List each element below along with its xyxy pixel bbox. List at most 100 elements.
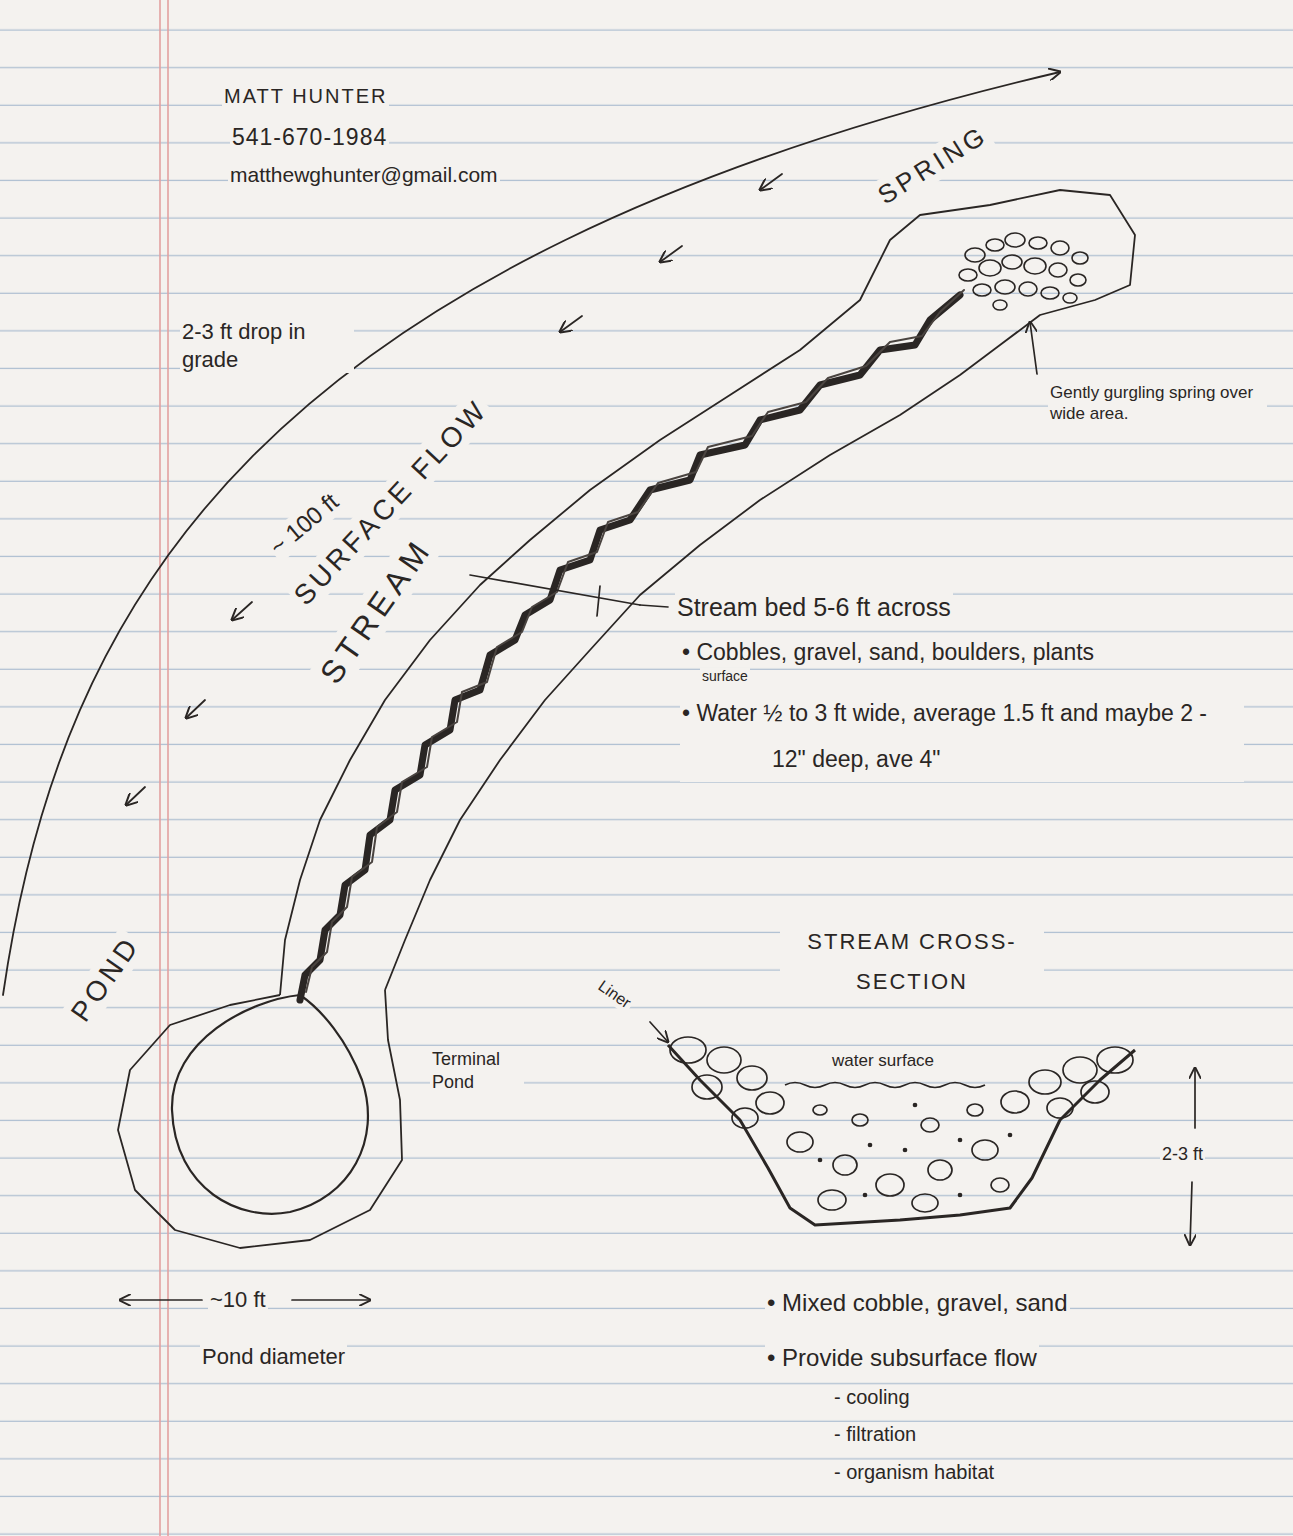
dimension-note: Pond diameter: [200, 1343, 347, 1371]
cross-section: [732, 1108, 758, 1128]
leader-lines: [292, 1299, 370, 1301]
grade-arrow: [3, 72, 1060, 995]
cross-section: [967, 1104, 983, 1116]
cross-section: [692, 1075, 722, 1099]
grade-note: 2-3 ft drop in grade: [180, 318, 354, 373]
cross-section: [991, 1178, 1009, 1192]
spring-cluster: [959, 269, 977, 281]
bullet-note: • Water ½ to 3 ft wide, average 1.5 ft a…: [680, 690, 1244, 782]
spring-cluster: [986, 239, 1004, 251]
grade-arrow: [232, 602, 252, 620]
spring-cluster: [995, 280, 1015, 294]
cross-section: [914, 1104, 917, 1107]
callout-note: Gently gurgling spring over wide area.: [1048, 382, 1267, 425]
cross-section: [876, 1174, 904, 1196]
cross-section: [912, 1194, 938, 1212]
cross-section: [785, 1083, 985, 1088]
cross-section: [787, 1132, 813, 1152]
spring-cluster: [1051, 241, 1069, 255]
leader-lines: [1190, 1182, 1192, 1245]
grade-arrow: [760, 174, 782, 190]
pond-label: POND: [62, 927, 149, 1030]
leader-lines: [470, 575, 640, 605]
pond-note: Terminal Pond: [430, 1048, 524, 1093]
cross-section: [1047, 1098, 1073, 1118]
stream-corridor: [280, 190, 1135, 995]
cross-section: [959, 1194, 962, 1197]
grade-arrow: [186, 700, 205, 718]
spring-label: SPRING: [870, 117, 996, 212]
spring-cluster: [1002, 255, 1022, 269]
spring-cluster: [1029, 237, 1047, 249]
sub-note: - filtration: [832, 1422, 918, 1447]
cross-section: [668, 1045, 1135, 1225]
liner-label: Liner: [593, 975, 637, 1014]
cross-section: [1001, 1091, 1029, 1113]
spring-cluster: [965, 248, 985, 262]
cross-section: [921, 1118, 939, 1132]
bullet-note: • Provide subsurface flow: [765, 1343, 1039, 1373]
stream-corridor: [118, 990, 402, 1248]
cross-section: [1063, 1057, 1097, 1083]
bullet-note: • Mixed cobble, gravel, sand: [765, 1288, 1070, 1318]
cross-section: [864, 1194, 867, 1197]
stream-corridor: [172, 995, 368, 1214]
cross-section: [833, 1155, 857, 1175]
grade-arrow: [560, 316, 582, 332]
leader-lines: [120, 322, 1195, 1300]
grade-arrow: [126, 787, 145, 805]
spring-cluster: [1005, 233, 1025, 247]
sub-note: - cooling: [832, 1385, 912, 1410]
cross-section: [1029, 1070, 1061, 1094]
leader-lines: [640, 605, 668, 607]
water-label: water surface: [830, 1050, 936, 1071]
cross-section: [819, 1159, 822, 1162]
cross-section: [756, 1092, 784, 1114]
sub-note: - organism habitat: [832, 1460, 996, 1485]
cross-section: [1097, 1047, 1133, 1073]
leader-lines: [650, 1022, 668, 1042]
cross-section: [972, 1140, 998, 1160]
email-address: matthewghunter@gmail.com: [228, 162, 500, 188]
spring-cluster: [1041, 287, 1059, 299]
margin-lines: [160, 0, 168, 1536]
section-title: STREAM CROSS-SECTION: [780, 922, 1044, 1001]
cross-section: [670, 1037, 706, 1063]
cross-section: [737, 1066, 767, 1090]
depth-dimension: 2-3 ft: [1160, 1143, 1205, 1166]
author-name: MATT HUNTER: [222, 84, 389, 109]
phone-number: 541-670-1984: [230, 123, 389, 152]
spring-cluster: [973, 284, 991, 296]
margin-lines: [159, 0, 161, 1536]
cross-section: [818, 1190, 846, 1210]
spring-cluster: [1063, 293, 1077, 303]
cross-section: [869, 1144, 872, 1147]
diameter-dimension: ~10 ft: [208, 1286, 268, 1314]
cross-section: [1009, 1134, 1012, 1137]
leader-lines: [1030, 322, 1037, 374]
grade-arrow: [3, 72, 1060, 995]
cross-section: [707, 1047, 741, 1073]
spring-cluster: [993, 300, 1007, 310]
leader-lines: [120, 1299, 202, 1301]
dimension-note: Stream bed 5-6 ft across: [675, 592, 953, 623]
spring-cluster: [1024, 258, 1046, 274]
cross-section: [1081, 1081, 1109, 1103]
grade-arrow: [660, 246, 682, 262]
leader-lines: [1194, 1068, 1196, 1128]
margin-lines: [167, 0, 169, 1536]
cross-section: [813, 1105, 827, 1115]
spring-cluster: [959, 233, 1088, 310]
bullet-note: • Cobbles, gravel, sand, boulders, plant…: [680, 638, 1096, 667]
insert-word: surface: [700, 668, 750, 686]
spring-cluster: [1049, 263, 1067, 277]
leader-lines: [597, 586, 600, 616]
spring-cluster: [979, 260, 1001, 276]
cross-section: [928, 1160, 952, 1180]
cross-section: [904, 1149, 907, 1152]
spring-cluster: [1070, 274, 1086, 286]
spring-cluster: [1019, 282, 1037, 296]
